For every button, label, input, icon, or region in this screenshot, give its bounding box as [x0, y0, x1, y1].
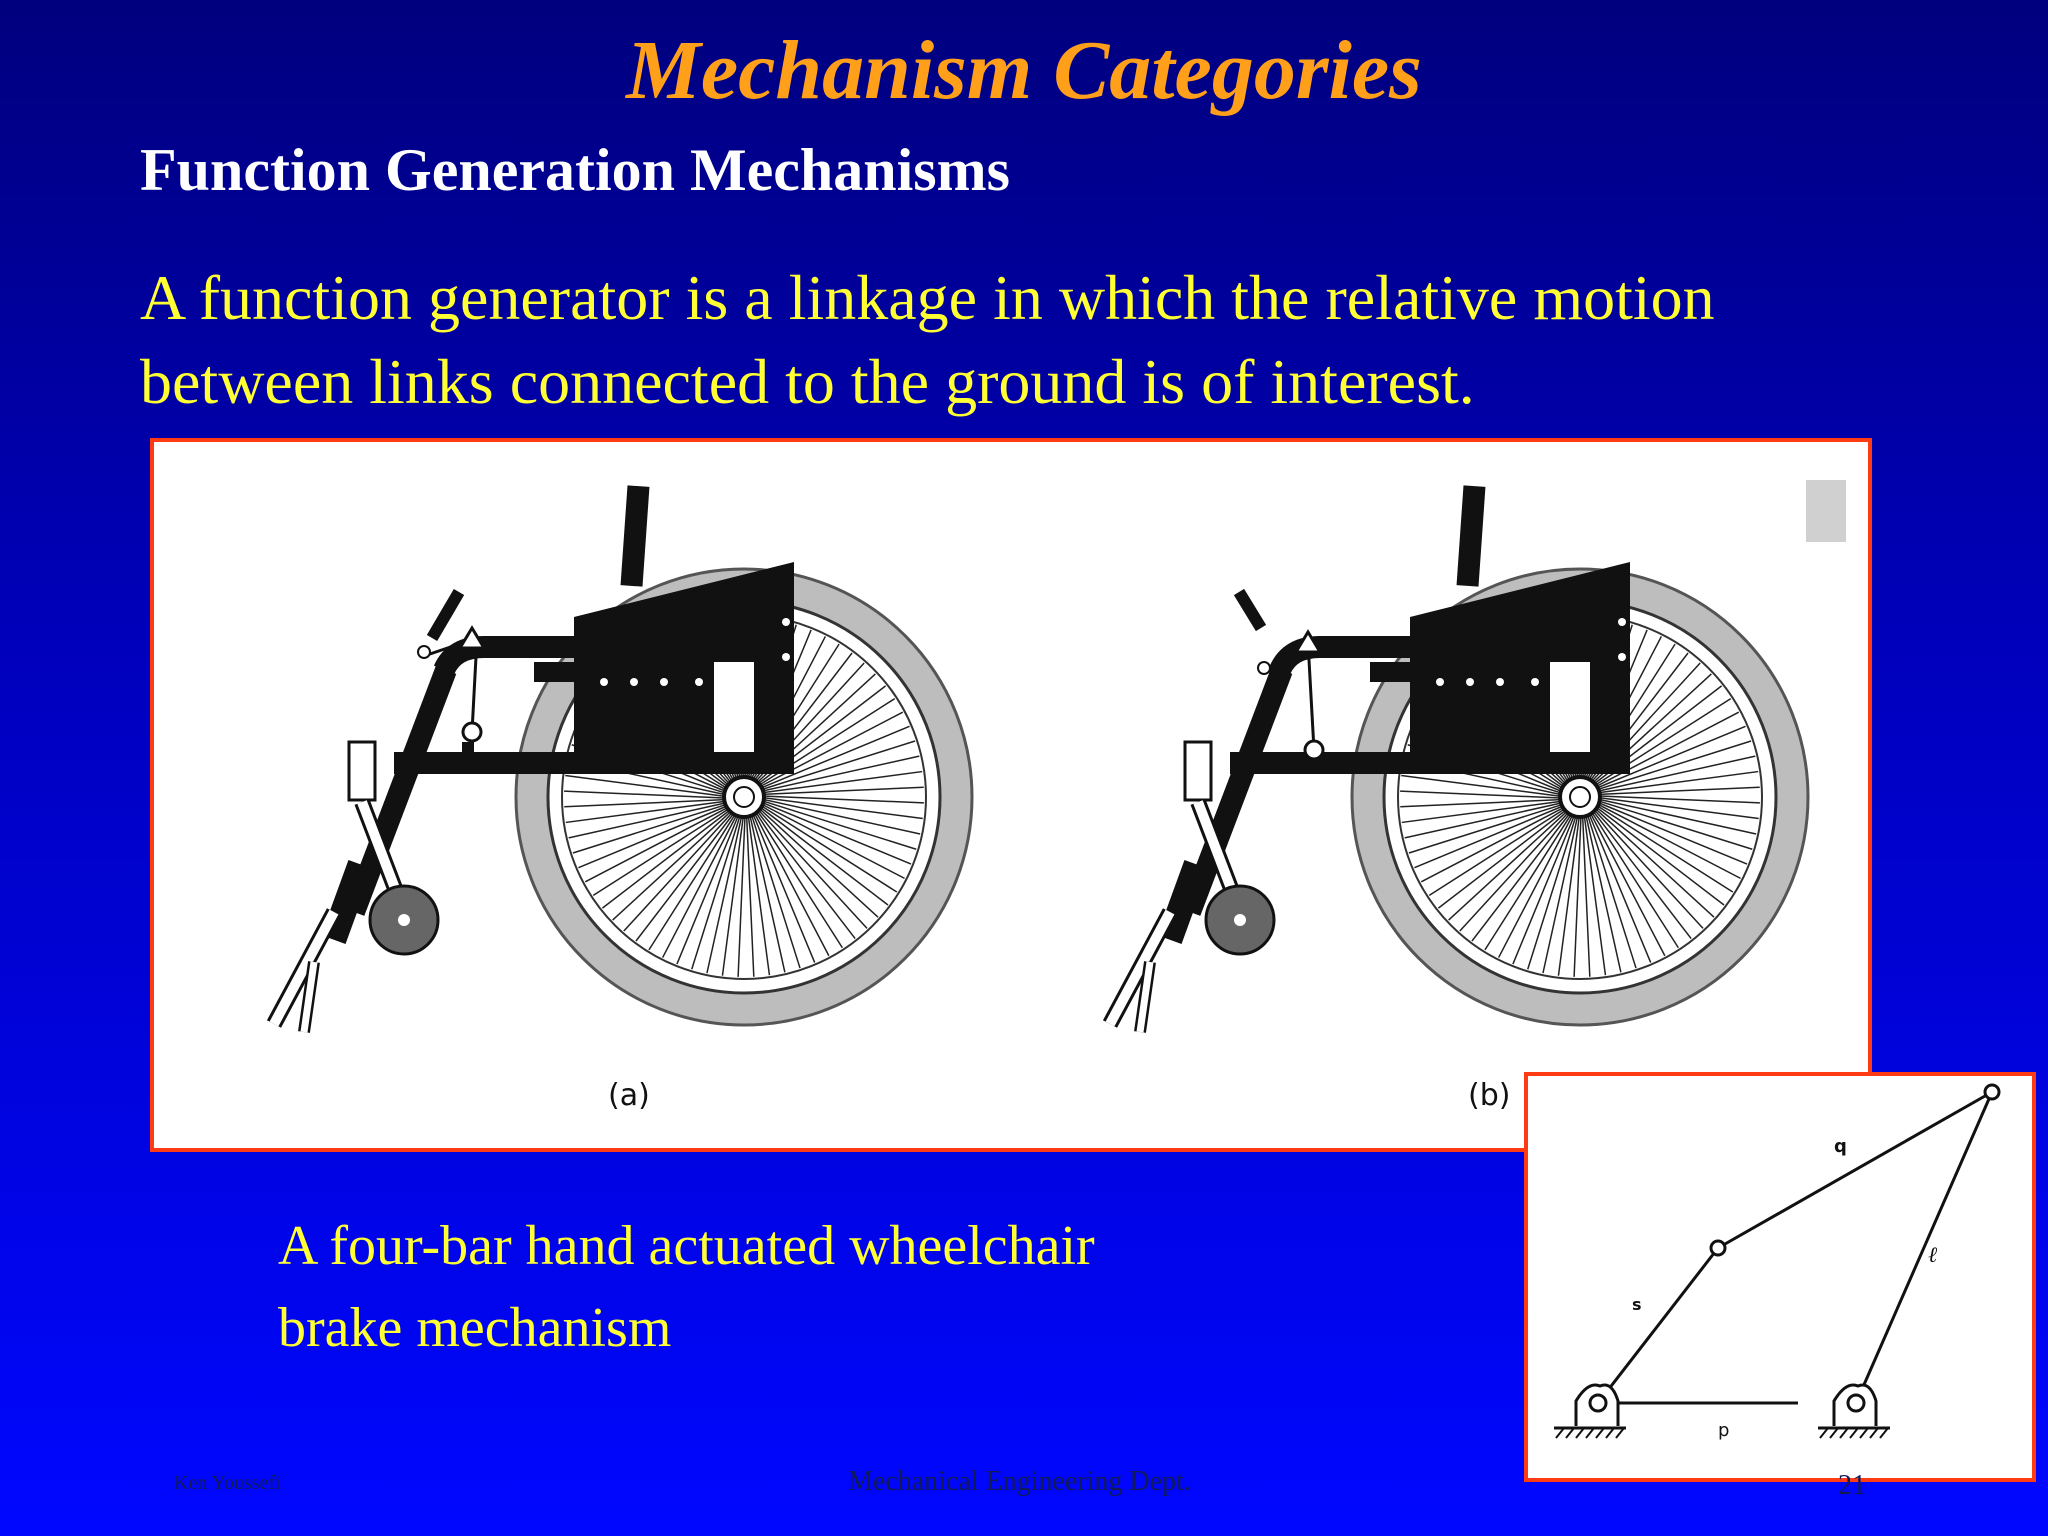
footer-department: Mechanical Engineering Dept. [848, 1466, 1191, 1497]
figure-label-a: (a) [608, 1078, 650, 1113]
link-l-line [1854, 1091, 1994, 1404]
body-text: A function generator is a linkage in whi… [140, 256, 1960, 424]
figure-caption: A four-bar hand actuated wheelchair brak… [278, 1205, 1095, 1369]
joint-q-l [1983, 1083, 2001, 1101]
brake-lever-a [426, 588, 465, 642]
four-bar-linkage: q ℓ s p [1554, 1083, 2001, 1441]
caption-line-1: A four-bar hand actuated wheelchair [278, 1215, 1095, 1277]
link-s-line [1596, 1247, 1720, 1404]
joint-s-q [1709, 1239, 1727, 1257]
wheelchair-b [1110, 485, 1808, 1032]
body-line-2: between links connected to the ground is… [140, 346, 1475, 417]
slide-subtitle: Function Generation Mechanisms [140, 137, 1010, 203]
brake-lever-b [1233, 588, 1267, 632]
figure-label-b: (b) [1468, 1078, 1511, 1113]
wheelchair-a [274, 485, 972, 1032]
link-q-line [1717, 1090, 1993, 1250]
body-line-1: A function generator is a linkage in whi… [140, 262, 1715, 333]
wheelchair-illustration [154, 442, 1846, 1148]
footer-page-number: 21 [1838, 1470, 1866, 1501]
label-l: ℓ [1928, 1243, 1938, 1268]
scan-artifact [1806, 480, 1846, 542]
label-p: p [1718, 1420, 1729, 1441]
ground-pivot-right [1818, 1383, 1890, 1439]
ground-pivot-left [1554, 1383, 1626, 1439]
label-q: q [1834, 1136, 1847, 1157]
wheelchair-figure [150, 438, 1872, 1152]
label-s: s [1632, 1295, 1642, 1314]
caption-line-2: brake mechanism [278, 1297, 672, 1359]
four-bar-diagram: q ℓ s p [1524, 1072, 2036, 1482]
slide-title: Mechanism Categories [626, 24, 1422, 117]
footer-author: Ken Youssefi [174, 1472, 281, 1494]
